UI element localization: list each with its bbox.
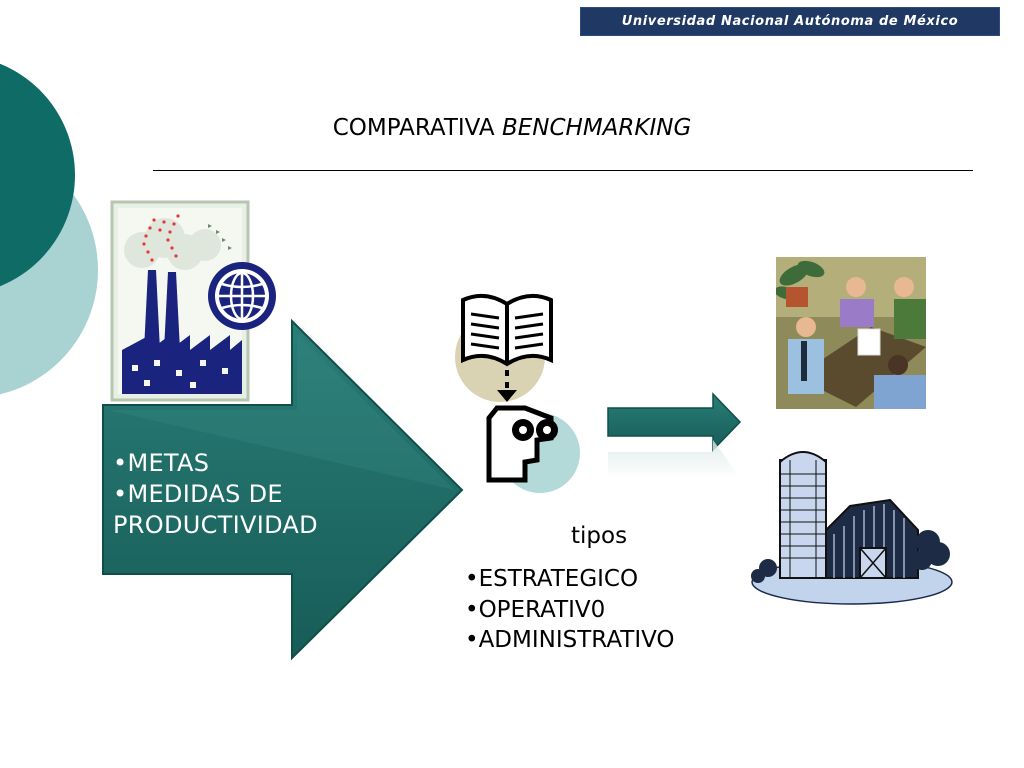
slide-title: COMPARATIVA BENCHMARKING — [0, 115, 1024, 141]
arrow-item-metas: •METAS — [113, 449, 210, 477]
decorative-circles — [0, 63, 98, 395]
arrow-item-productividad: PRODUCTIVIDAD — [113, 511, 318, 539]
university-banner: Universidad Nacional Autónoma de México — [580, 7, 1000, 36]
title-emphasis: BENCHMARKING — [501, 115, 692, 141]
tipos-item-administrativo: •ADMINISTRATIVO — [465, 627, 675, 653]
tipos-item-operativo: •OPERATIV0 — [465, 596, 606, 623]
arrow-item-medidas: •MEDIDAS DE — [113, 480, 283, 508]
tipos-item-estrategico: •ESTRATEGICO — [465, 566, 639, 592]
tipos-list: •ESTRATEGICO •OPERATIV0 •ADMINISTRATIVO — [465, 564, 675, 656]
business-meeting-clipart — [776, 257, 926, 409]
small-arrow-shape — [607, 392, 742, 478]
title-divider — [153, 170, 973, 171]
open-book-thinker-clipart — [455, 293, 580, 493]
barn-silo-clipart — [751, 451, 953, 605]
arrow-text: •METAS •MEDIDAS DE PRODUCTIVIDAD — [113, 448, 353, 541]
main-arrow-shape — [102, 318, 464, 661]
tipos-label: tipos — [571, 523, 628, 549]
title-prefix: COMPARATIVA — [332, 115, 495, 141]
factory-globe-clipart — [110, 200, 276, 402]
